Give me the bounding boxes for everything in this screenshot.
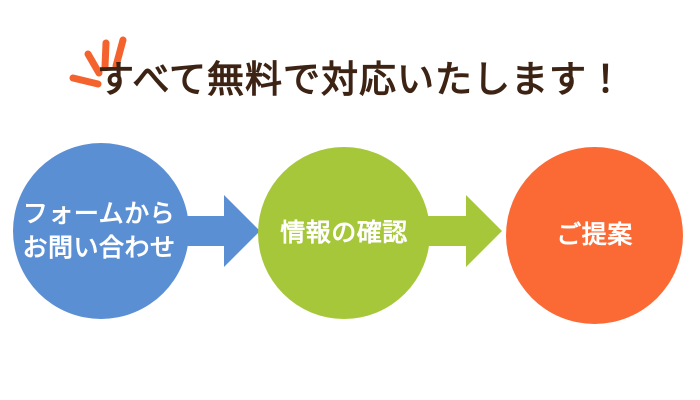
- flow-step-1-label: フォームから お問い合わせ: [22, 199, 176, 262]
- flow-steps: フォームから お問い合わせ 情報の確認 ご提案: [0, 143, 700, 324]
- flow-step-3[interactable]: ご提案: [506, 147, 683, 324]
- flow-step-2-label: 情報の確認: [280, 218, 408, 247]
- arrow-right-icon-2: [426, 195, 502, 267]
- spark-lines-icon: [69, 36, 127, 88]
- flow-step-3-label: ご提案: [556, 221, 633, 249]
- flow-step-2[interactable]: 情報の確認: [258, 147, 430, 319]
- page-title: すべて無料で対応いたします！: [97, 59, 625, 100]
- flow-step-1[interactable]: フォームから お問い合わせ: [13, 143, 189, 319]
- arrow-right-icon-1: [184, 195, 260, 267]
